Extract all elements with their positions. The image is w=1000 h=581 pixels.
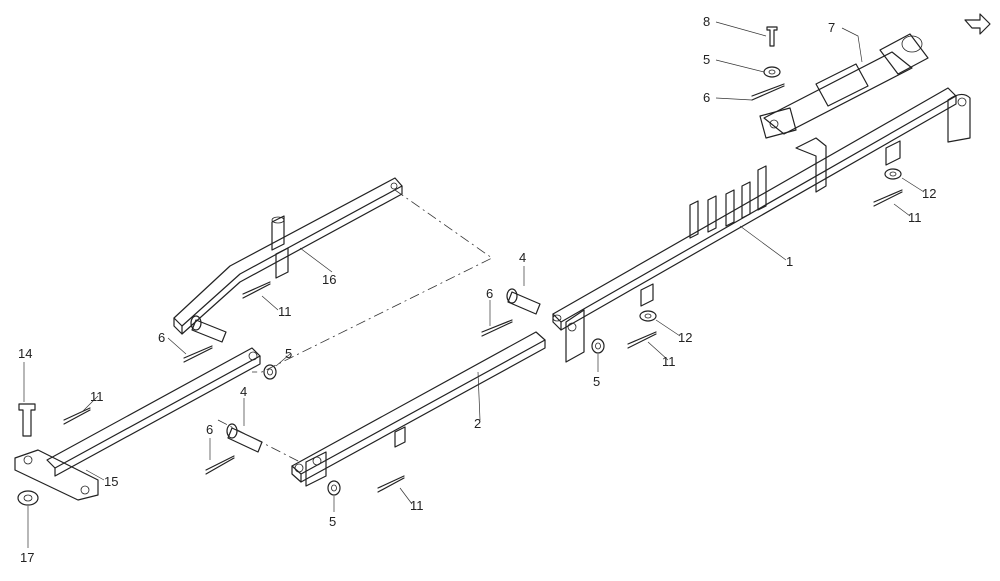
callout-1: 1 <box>786 254 793 269</box>
washer-part-5d <box>763 66 781 78</box>
callout-11-left: 11 <box>90 389 104 404</box>
lower-beam-part <box>291 331 546 487</box>
washer-part-12b <box>639 310 657 322</box>
callout-6-top: 6 <box>703 90 710 105</box>
callout-5-top: 5 <box>703 52 710 67</box>
callout-11-lower: 11 <box>410 498 424 513</box>
washer-part-17 <box>17 490 39 506</box>
callout-2: 2 <box>474 416 481 431</box>
upper-arm-part <box>173 177 403 335</box>
washer-part-5c <box>327 480 341 496</box>
callout-labels: 8 5 6 7 1 12 11 16 11 4 6 12 11 5 6 5 14… <box>18 14 936 565</box>
callout-11-upper: 11 <box>278 304 292 319</box>
cotter-pin-group <box>63 83 903 493</box>
callout-6-lower: 6 <box>206 422 213 437</box>
callout-5-mid: 5 <box>593 374 600 389</box>
pin-part-4c <box>190 315 227 343</box>
callout-11-mid: 11 <box>662 354 676 369</box>
pin-part-4a <box>506 288 541 315</box>
callout-12-mid: 12 <box>678 330 692 345</box>
callout-5-left: 5 <box>285 346 292 361</box>
washer-part-5a <box>263 364 277 380</box>
callout-17: 17 <box>20 550 34 565</box>
washer-part-12a <box>884 168 902 180</box>
callout-12-right: 12 <box>922 186 936 201</box>
callout-16: 16 <box>322 272 336 287</box>
cylinder-part <box>759 33 929 139</box>
callout-11-right: 11 <box>908 210 922 225</box>
pin-part-14 <box>18 403 36 437</box>
return-arrow-icon[interactable] <box>964 13 991 35</box>
callout-6-left: 6 <box>158 330 165 345</box>
callout-15: 15 <box>104 474 118 489</box>
callout-8: 8 <box>703 14 710 29</box>
washer-part-5b <box>591 338 605 354</box>
pin-part-8 <box>766 26 778 47</box>
leader-lines <box>23 21 925 548</box>
callout-7: 7 <box>828 20 835 35</box>
pin-part-4b <box>226 423 263 453</box>
callout-4-lower: 4 <box>240 384 247 399</box>
assembly-lines <box>217 189 493 463</box>
callout-4-upper: 4 <box>519 250 526 265</box>
left-beam-part <box>14 347 261 501</box>
main-beam-part <box>552 87 971 363</box>
callout-5-lower: 5 <box>329 514 336 529</box>
callout-6-mid: 6 <box>486 286 493 301</box>
callout-14: 14 <box>18 346 32 361</box>
